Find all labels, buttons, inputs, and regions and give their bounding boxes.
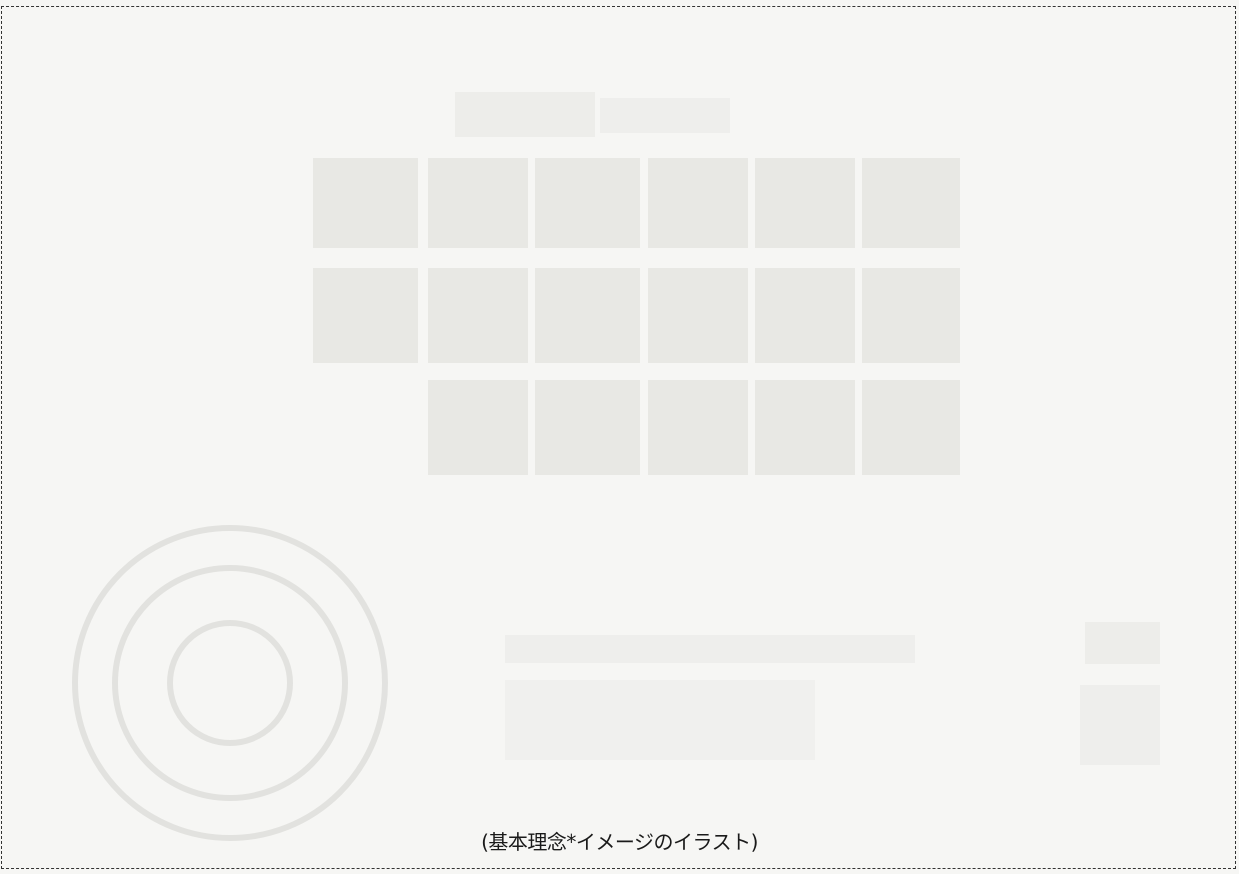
illustration-caption: (基本理念*イメージのイラスト) [481,830,758,854]
dashed-border [1,6,1236,869]
